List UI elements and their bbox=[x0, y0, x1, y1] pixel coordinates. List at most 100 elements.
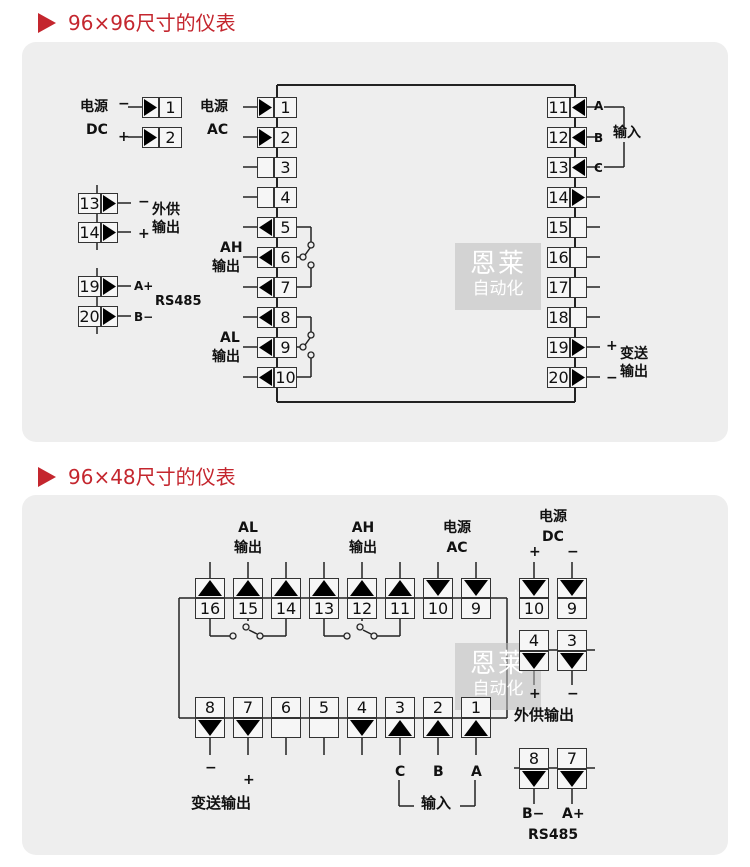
terminal: 4 bbox=[519, 630, 549, 671]
terminal-connector bbox=[257, 157, 274, 178]
relay-contact bbox=[370, 632, 378, 640]
arrow-l-icon bbox=[259, 219, 272, 236]
terminal-connector bbox=[570, 247, 587, 268]
terminal-connector bbox=[101, 222, 118, 243]
arrow-l-icon bbox=[572, 129, 585, 146]
rs485-b-label-2: B− bbox=[522, 806, 545, 822]
terminal: 6 bbox=[271, 697, 301, 738]
arrow-l-icon bbox=[259, 249, 272, 266]
terminal: 11 bbox=[547, 97, 587, 118]
terminal-number: 14 bbox=[547, 187, 570, 208]
terminal-connector bbox=[385, 578, 415, 598]
terminal: 13 bbox=[78, 193, 118, 214]
terminal: 20 bbox=[78, 306, 118, 327]
ac-power-label-2: 电源 bbox=[443, 520, 471, 536]
arrow-r-icon bbox=[144, 99, 157, 116]
terminal-number: 2 bbox=[159, 127, 182, 148]
arrow-r-icon bbox=[103, 308, 116, 325]
terminal-number: 7 bbox=[233, 697, 263, 718]
input-label-2: 输入 bbox=[421, 794, 452, 812]
terminal-connector bbox=[461, 718, 491, 738]
watermark-line2: 自动化 bbox=[472, 679, 524, 699]
terminal: 7 bbox=[233, 697, 263, 738]
terminal: 13 bbox=[309, 578, 339, 619]
relay-contact bbox=[356, 623, 364, 631]
terminal-number: 4 bbox=[274, 187, 297, 208]
trans-sign-plus-2: + bbox=[243, 772, 255, 788]
terminal-connector bbox=[347, 718, 377, 738]
terminal-connector bbox=[101, 193, 118, 214]
input-label: 输入 bbox=[613, 125, 641, 141]
terminal-number: 1 bbox=[159, 97, 182, 118]
relay-contact bbox=[307, 351, 315, 359]
arrow-d-icon bbox=[560, 653, 584, 669]
terminal-number: 3 bbox=[385, 697, 415, 718]
terminal: 14 bbox=[547, 187, 587, 208]
terminal-connector bbox=[423, 578, 453, 598]
terminal: 20 bbox=[547, 367, 587, 388]
terminal: 9 bbox=[257, 337, 297, 358]
terminal-number: 10 bbox=[519, 598, 549, 619]
watermark-line1: 恩莱 bbox=[469, 249, 526, 279]
terminal-connector bbox=[101, 306, 118, 327]
terminal: 13 bbox=[547, 157, 587, 178]
terminal-number: 8 bbox=[274, 307, 297, 328]
aux-output-label-1: 外供 bbox=[152, 202, 180, 218]
arrow-u-icon bbox=[236, 580, 260, 596]
trans-output-label-2: 输出 bbox=[620, 364, 648, 380]
terminal-number: 16 bbox=[547, 247, 570, 268]
rs485-a-label: A+ bbox=[134, 279, 154, 293]
watermark-line2: 自动化 bbox=[472, 279, 524, 299]
terminal: 1 bbox=[142, 97, 182, 118]
arrow-l-icon bbox=[259, 339, 272, 356]
terminal-number: 4 bbox=[347, 697, 377, 718]
terminal: 9 bbox=[461, 578, 491, 619]
relay-contact bbox=[299, 343, 307, 351]
terminal-connector bbox=[257, 247, 274, 268]
panel-96x96 bbox=[22, 42, 728, 442]
terminal-number: 6 bbox=[271, 697, 301, 718]
relay-contact bbox=[343, 632, 351, 640]
terminal: 12 bbox=[347, 578, 377, 619]
input-b: B bbox=[594, 131, 604, 145]
arrow-u-icon bbox=[198, 580, 222, 596]
terminal-number: 13 bbox=[309, 598, 339, 619]
terminal-connector bbox=[271, 718, 301, 738]
trans-sign-plus: + bbox=[606, 338, 618, 354]
relay-contact bbox=[307, 241, 315, 249]
terminal: 2 bbox=[142, 127, 182, 148]
arrow-r-icon bbox=[259, 129, 272, 146]
terminal-number: 14 bbox=[271, 598, 301, 619]
relay-contact bbox=[299, 253, 307, 261]
terminal-number: 18 bbox=[547, 307, 570, 328]
terminal-number: 8 bbox=[195, 697, 225, 718]
terminal-connector bbox=[101, 276, 118, 297]
relay-contact bbox=[242, 623, 250, 631]
trans-output-label-2: 变送输出 bbox=[191, 794, 252, 812]
terminal: 2 bbox=[423, 697, 453, 738]
arrow-u-icon bbox=[426, 720, 450, 736]
terminal-number: 6 bbox=[274, 247, 297, 268]
wire bbox=[304, 247, 311, 256]
terminal: 5 bbox=[309, 697, 339, 738]
terminal-number: 15 bbox=[547, 217, 570, 238]
arrow-d-icon bbox=[522, 653, 546, 669]
terminal: 7 bbox=[557, 748, 587, 789]
terminal-number: 14 bbox=[78, 222, 101, 243]
terminal-number: 17 bbox=[547, 277, 570, 298]
arrow-d-icon bbox=[560, 580, 584, 596]
terminal: 6 bbox=[257, 247, 297, 268]
ac-label: AC bbox=[207, 122, 229, 138]
terminal-number: 13 bbox=[78, 193, 101, 214]
terminal: 8 bbox=[519, 748, 549, 789]
section2-title: 96×48尺寸的仪表 bbox=[68, 465, 236, 489]
input-a: A bbox=[594, 99, 604, 113]
input-a-2: A bbox=[471, 764, 482, 780]
ah-label-2: AH bbox=[351, 520, 375, 536]
aux-sign-plus-2: + bbox=[529, 686, 541, 702]
dc-label: DC bbox=[86, 122, 108, 138]
terminal-connector bbox=[570, 307, 587, 328]
input-b-2: B bbox=[433, 764, 444, 780]
terminal: 14 bbox=[271, 578, 301, 619]
relay-contact bbox=[307, 261, 315, 269]
